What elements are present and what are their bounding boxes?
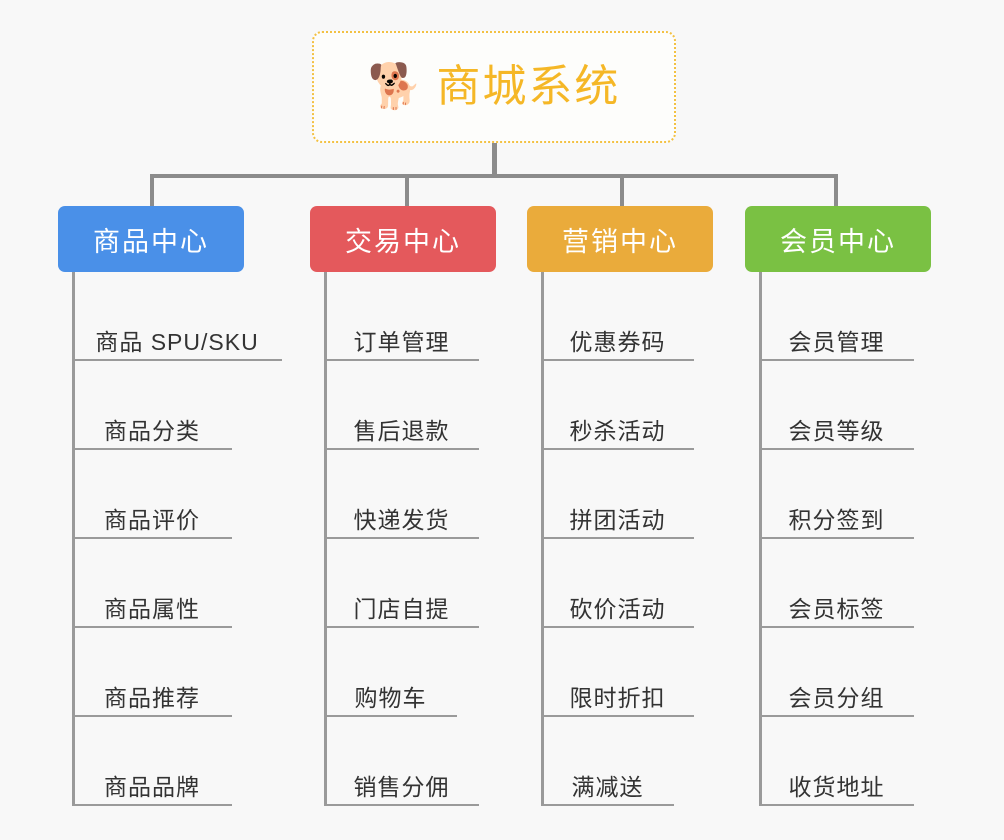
leaf-label: 商品推荐 [104, 684, 200, 711]
leaf-label: 优惠券码 [569, 328, 666, 355]
connector-drop-3 [620, 174, 624, 208]
leaf-item[interactable]: 积分签到 [759, 450, 914, 539]
leaf-item[interactable]: 订单管理 [324, 272, 479, 361]
root-title: 商城系统 [436, 62, 621, 111]
leaf-item[interactable]: 拼团活动 [541, 450, 694, 539]
leaf-item[interactable]: 商品属性 [72, 539, 232, 628]
leaf-label: 售后退款 [353, 417, 450, 444]
connector-drop-1 [150, 174, 154, 208]
leaf-item[interactable]: 商品 SPU/SKU [72, 272, 282, 361]
leaf-label: 商品属性 [104, 595, 200, 622]
connector-bus [150, 174, 838, 178]
leaf-label: 会员管理 [788, 328, 885, 355]
leaf-label: 会员分组 [788, 684, 885, 711]
branch-spine [759, 272, 762, 806]
leaf-label: 收货地址 [788, 773, 885, 800]
connector-drop-2 [405, 174, 409, 208]
leaf-label: 满减送 [571, 773, 644, 800]
leaf-item[interactable]: 会员管理 [759, 272, 914, 361]
leaf-item[interactable]: 购物车 [324, 628, 457, 717]
category-header-trade-center[interactable]: 交易中心 [310, 206, 496, 272]
leaf-list-marketing-center: 优惠券码 秒杀活动 拼团活动 砍价活动 限时折扣 满减送 [541, 272, 694, 806]
connector-drop-4 [834, 174, 838, 208]
category-label: 会员中心 [780, 226, 896, 257]
leaf-label: 秒杀活动 [569, 417, 666, 444]
leaf-item[interactable]: 满减送 [541, 717, 674, 806]
leaf-label: 商品品牌 [104, 773, 200, 800]
connector-root-stem [492, 143, 497, 178]
leaf-item[interactable]: 快递发货 [324, 450, 479, 539]
leaf-item[interactable]: 会员等级 [759, 361, 914, 450]
leaf-item[interactable]: 售后退款 [324, 361, 479, 450]
leaf-item[interactable]: 商品评价 [72, 450, 232, 539]
leaf-label: 商品分类 [104, 417, 200, 444]
branch-spine [72, 272, 75, 806]
leaf-item[interactable]: 商品分类 [72, 361, 232, 450]
leaf-label: 商品评价 [104, 506, 200, 533]
leaf-label: 积分签到 [788, 506, 885, 533]
leaf-label: 订单管理 [353, 328, 450, 355]
leaf-label: 砍价活动 [569, 595, 666, 622]
leaf-item[interactable]: 商品推荐 [72, 628, 232, 717]
category-header-marketing-center[interactable]: 营销中心 [527, 206, 713, 272]
leaf-label: 门店自提 [353, 595, 450, 622]
leaf-label: 会员等级 [788, 417, 885, 444]
category-label: 商品中心 [93, 226, 209, 257]
leaf-label: 商品 SPU/SKU [95, 328, 259, 355]
branch-spine [324, 272, 327, 806]
leaf-item[interactable]: 商品品牌 [72, 717, 232, 806]
leaf-item[interactable]: 收货地址 [759, 717, 914, 806]
shiba-dog-face-icon: 🐕 [367, 62, 423, 111]
leaf-item[interactable]: 销售分佣 [324, 717, 479, 806]
leaf-label: 拼团活动 [569, 506, 666, 533]
leaf-item[interactable]: 限时折扣 [541, 628, 694, 717]
branch-spine [541, 272, 544, 806]
category-label: 营销中心 [562, 226, 678, 257]
leaf-label: 购物车 [354, 684, 427, 711]
leaf-item[interactable]: 会员标签 [759, 539, 914, 628]
leaf-label: 限时折扣 [569, 684, 666, 711]
leaf-list-product-center: 商品 SPU/SKU 商品分类 商品评价 商品属性 商品推荐 商品品牌 [72, 272, 282, 806]
category-label: 交易中心 [345, 226, 461, 257]
leaf-label: 销售分佣 [353, 773, 450, 800]
leaf-list-trade-center: 订单管理 售后退款 快递发货 门店自提 购物车 销售分佣 [324, 272, 479, 806]
category-header-member-center[interactable]: 会员中心 [745, 206, 931, 272]
leaf-list-member-center: 会员管理 会员等级 积分签到 会员标签 会员分组 收货地址 [759, 272, 914, 806]
leaf-label: 快递发货 [353, 506, 450, 533]
leaf-item[interactable]: 秒杀活动 [541, 361, 694, 450]
leaf-item[interactable]: 门店自提 [324, 539, 479, 628]
leaf-item[interactable]: 会员分组 [759, 628, 914, 717]
category-header-product-center[interactable]: 商品中心 [58, 206, 244, 272]
leaf-label: 会员标签 [788, 595, 885, 622]
leaf-item[interactable]: 优惠券码 [541, 272, 694, 361]
leaf-item[interactable]: 砍价活动 [541, 539, 694, 628]
root-node[interactable]: 🐕 商城系统 [312, 31, 676, 143]
